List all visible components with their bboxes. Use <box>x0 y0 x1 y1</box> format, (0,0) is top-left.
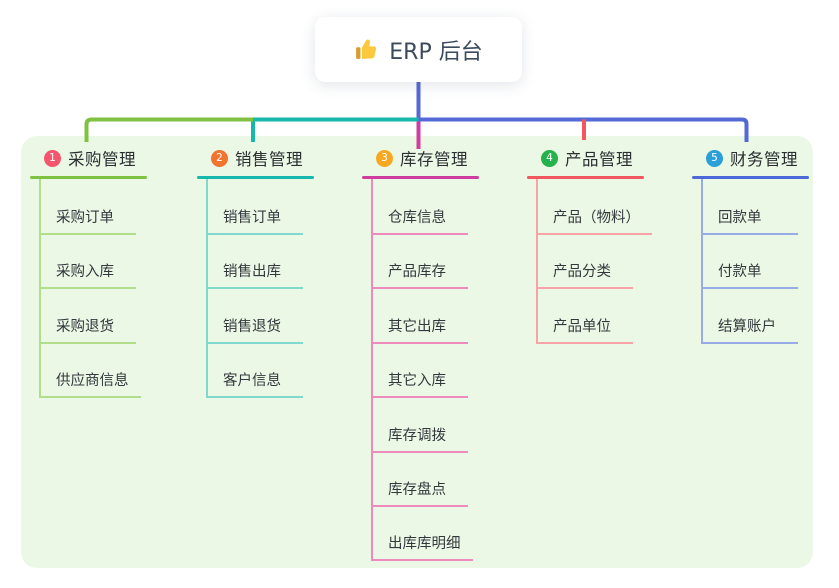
branch-item[interactable]: 销售出库 <box>206 260 303 289</box>
branch-number-badge: 1 <box>44 149 61 167</box>
branch-label: 财务管理 <box>730 150 798 169</box>
branch-underline <box>197 176 314 179</box>
branch-item[interactable]: 采购订单 <box>39 206 136 235</box>
branch-item[interactable]: 采购退货 <box>39 315 136 344</box>
branch-label: 库存管理 <box>400 150 468 169</box>
thumbs-up-icon <box>354 37 379 62</box>
branch-label: 采购管理 <box>68 150 136 169</box>
branch-item[interactable]: 采购入库 <box>39 260 136 289</box>
root-node[interactable]: ERP 后台 <box>315 17 522 82</box>
branch-product-header[interactable]: 4 产品管理 <box>527 145 697 171</box>
branch-sales: 2 销售管理 销售订单 销售出库 销售退货 客户信息 <box>197 145 367 398</box>
branch-item[interactable]: 产品（物料） <box>536 206 652 235</box>
branch-item[interactable]: 出库库明细 <box>371 532 473 561</box>
branch-finance: 5 财务管理 回款单 付款单 结算账户 <box>692 145 839 344</box>
branch-item[interactable]: 客户信息 <box>206 369 303 398</box>
branch-product: 4 产品管理 产品（物料） 产品分类 产品单位 <box>527 145 697 344</box>
branch-item[interactable]: 库存盘点 <box>371 478 468 507</box>
branch-item[interactable]: 付款单 <box>701 260 798 289</box>
branch-item[interactable]: 产品分类 <box>536 260 633 289</box>
branch-inventory-header[interactable]: 3 库存管理 <box>362 145 532 171</box>
branch-item[interactable]: 库存调拨 <box>371 424 468 453</box>
branch-number-badge: 4 <box>541 149 558 167</box>
branch-finance-header[interactable]: 5 财务管理 <box>692 145 839 171</box>
branch-sales-header[interactable]: 2 销售管理 <box>197 145 367 171</box>
branch-label: 销售管理 <box>235 150 303 169</box>
branch-item[interactable]: 销售退货 <box>206 315 303 344</box>
branch-inventory: 3 库存管理 仓库信息 产品库存 其它出库 其它入库 库存调拨 库存盘点 出库库… <box>362 145 532 561</box>
branch-purchase-header[interactable]: 1 采购管理 <box>30 145 200 171</box>
branch-item[interactable]: 其它入库 <box>371 369 468 398</box>
branches-panel <box>21 136 813 568</box>
branch-purchase: 1 采购管理 采购订单 采购入库 采购退货 供应商信息 <box>30 145 200 398</box>
root-title: ERP 后台 <box>389 39 483 65</box>
branch-item[interactable]: 供应商信息 <box>39 369 141 398</box>
branch-underline <box>362 176 479 179</box>
branch-underline <box>527 176 644 179</box>
branch-label: 产品管理 <box>565 150 633 169</box>
branch-item[interactable]: 仓库信息 <box>371 206 468 235</box>
branch-item[interactable]: 产品库存 <box>371 260 468 289</box>
branch-item[interactable]: 产品单位 <box>536 315 633 344</box>
branch-underline <box>30 176 147 179</box>
branch-item[interactable]: 回款单 <box>701 206 798 235</box>
branch-children-line <box>536 179 538 342</box>
branch-children-line <box>701 179 703 342</box>
branch-underline <box>692 176 809 179</box>
branch-number-badge: 2 <box>211 149 228 167</box>
branch-number-badge: 3 <box>376 149 393 167</box>
branch-number-badge: 5 <box>706 149 723 167</box>
branch-item[interactable]: 其它出库 <box>371 315 468 344</box>
branch-children-line <box>371 179 373 559</box>
branch-item[interactable]: 销售订单 <box>206 206 303 235</box>
branch-item[interactable]: 结算账户 <box>701 315 798 344</box>
